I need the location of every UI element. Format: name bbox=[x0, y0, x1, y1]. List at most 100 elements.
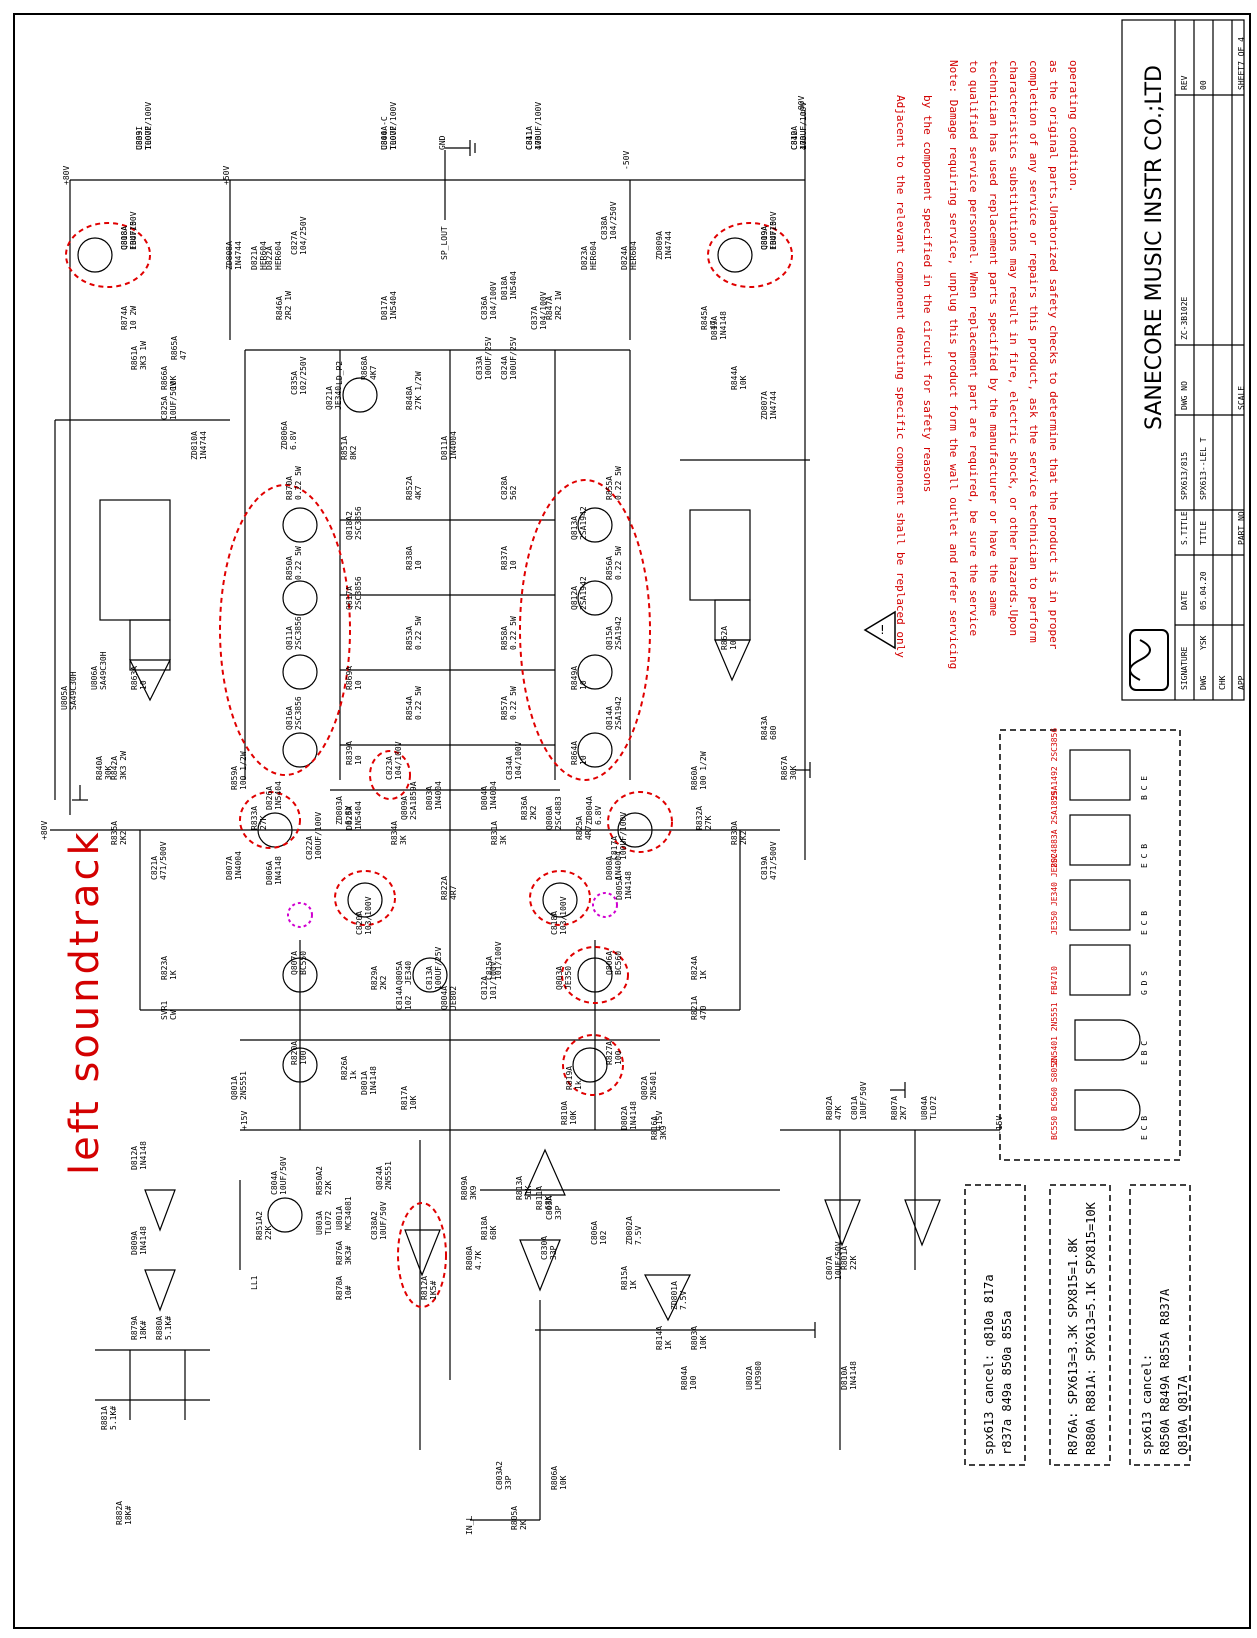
component-value: 2SA1859A bbox=[409, 781, 418, 820]
component-ref: R868A bbox=[360, 355, 369, 380]
component-ref: Q805A bbox=[395, 960, 404, 985]
component-ref: R812A bbox=[420, 1275, 429, 1300]
component-value: 1N5404 bbox=[354, 801, 363, 830]
component-value: 10UF/50V bbox=[129, 211, 138, 250]
component-ref: R880A bbox=[155, 1315, 164, 1340]
component-value: 473 bbox=[534, 135, 543, 150]
component-value: 470 bbox=[699, 1005, 708, 1020]
component-ref: R862A bbox=[720, 625, 729, 650]
component-ref: R849A bbox=[570, 665, 579, 690]
component-value: 1N4004 bbox=[449, 431, 458, 460]
component-value: SA49C30H bbox=[69, 671, 78, 710]
component-value: 1K bbox=[699, 970, 708, 980]
component-ref: D824A bbox=[620, 245, 629, 270]
component-ref: D806A bbox=[265, 860, 274, 885]
component-ref: R834A bbox=[390, 820, 399, 845]
component-value: 0.22 5W bbox=[614, 466, 623, 500]
component-value: 1N4148 bbox=[719, 311, 728, 340]
component-ref: Q811A bbox=[285, 625, 294, 650]
component-ref: C824A bbox=[500, 355, 509, 380]
component-value: 1N4148 bbox=[849, 1361, 858, 1390]
component-value: 100 1/2W bbox=[239, 751, 248, 790]
component-value: BC560 bbox=[614, 950, 623, 975]
component-ref: R805A bbox=[510, 1505, 519, 1530]
component-ref: R836A bbox=[520, 795, 529, 820]
component-value: 100 1/2W bbox=[699, 751, 708, 790]
component-value: 3K9 bbox=[469, 1185, 478, 1200]
package-pins-4: G D S bbox=[1140, 970, 1149, 995]
component-ref: R839A bbox=[345, 740, 354, 765]
app-label: APP bbox=[1237, 675, 1246, 690]
component-value: 4R7 bbox=[449, 885, 458, 900]
component-value: TL072 bbox=[389, 125, 398, 150]
component-value: 10K bbox=[559, 1475, 568, 1490]
component-ref: D807A bbox=[225, 855, 234, 880]
component-value: 103/100V bbox=[559, 896, 568, 935]
component-value: 22K bbox=[324, 1180, 333, 1195]
note-line-2: to qualified service personnel. When rep… bbox=[967, 60, 980, 637]
opamp-symbols bbox=[129, 639, 941, 1322]
warning-triangle-icon: ! bbox=[863, 610, 896, 650]
component-value: 1K bbox=[169, 970, 178, 980]
ground-symbols bbox=[72, 140, 906, 1338]
component-ref: R827A bbox=[605, 1040, 614, 1065]
component-value: 30K bbox=[789, 765, 798, 780]
component-ref: R864A bbox=[570, 740, 579, 765]
component-ref: SVR1 bbox=[160, 1000, 169, 1020]
component-ref: Q806A bbox=[605, 950, 614, 975]
component-ref: ZD810A bbox=[190, 431, 199, 460]
rail-gnd: GND bbox=[438, 135, 447, 150]
component-value: 10K bbox=[699, 1335, 708, 1350]
component-value: 27K bbox=[259, 815, 268, 830]
component-value: 10 bbox=[579, 755, 588, 765]
s-title-label: S.TITLE bbox=[1180, 511, 1189, 545]
component-ref: D818A bbox=[500, 275, 509, 300]
component-ref: R829A bbox=[370, 965, 379, 990]
component-value: 104/250V bbox=[299, 216, 308, 255]
component-value: 10 bbox=[354, 680, 363, 690]
component-value: 10 2W bbox=[129, 305, 138, 330]
component-value: 1K5# bbox=[429, 1280, 438, 1300]
component-ref: U804A-C bbox=[380, 116, 389, 150]
component-ref: D801A bbox=[360, 1070, 369, 1095]
component-value: 1N4148 bbox=[139, 1141, 148, 1170]
sheet-border bbox=[13, 13, 1251, 1629]
rail-plus50v: +50V bbox=[222, 165, 231, 185]
note-line-3: technician has used replacement parts sp… bbox=[987, 60, 1000, 617]
magenta-highlights bbox=[287, 892, 618, 928]
component-value: 10K bbox=[569, 1110, 578, 1125]
component-ref: Q815A bbox=[605, 625, 614, 650]
component-value: 10UF/50V bbox=[859, 1081, 868, 1120]
component-ref: Q802A bbox=[640, 1075, 649, 1100]
component-ref: D802A bbox=[620, 1105, 629, 1130]
component-value: 1N4004 bbox=[489, 781, 498, 810]
